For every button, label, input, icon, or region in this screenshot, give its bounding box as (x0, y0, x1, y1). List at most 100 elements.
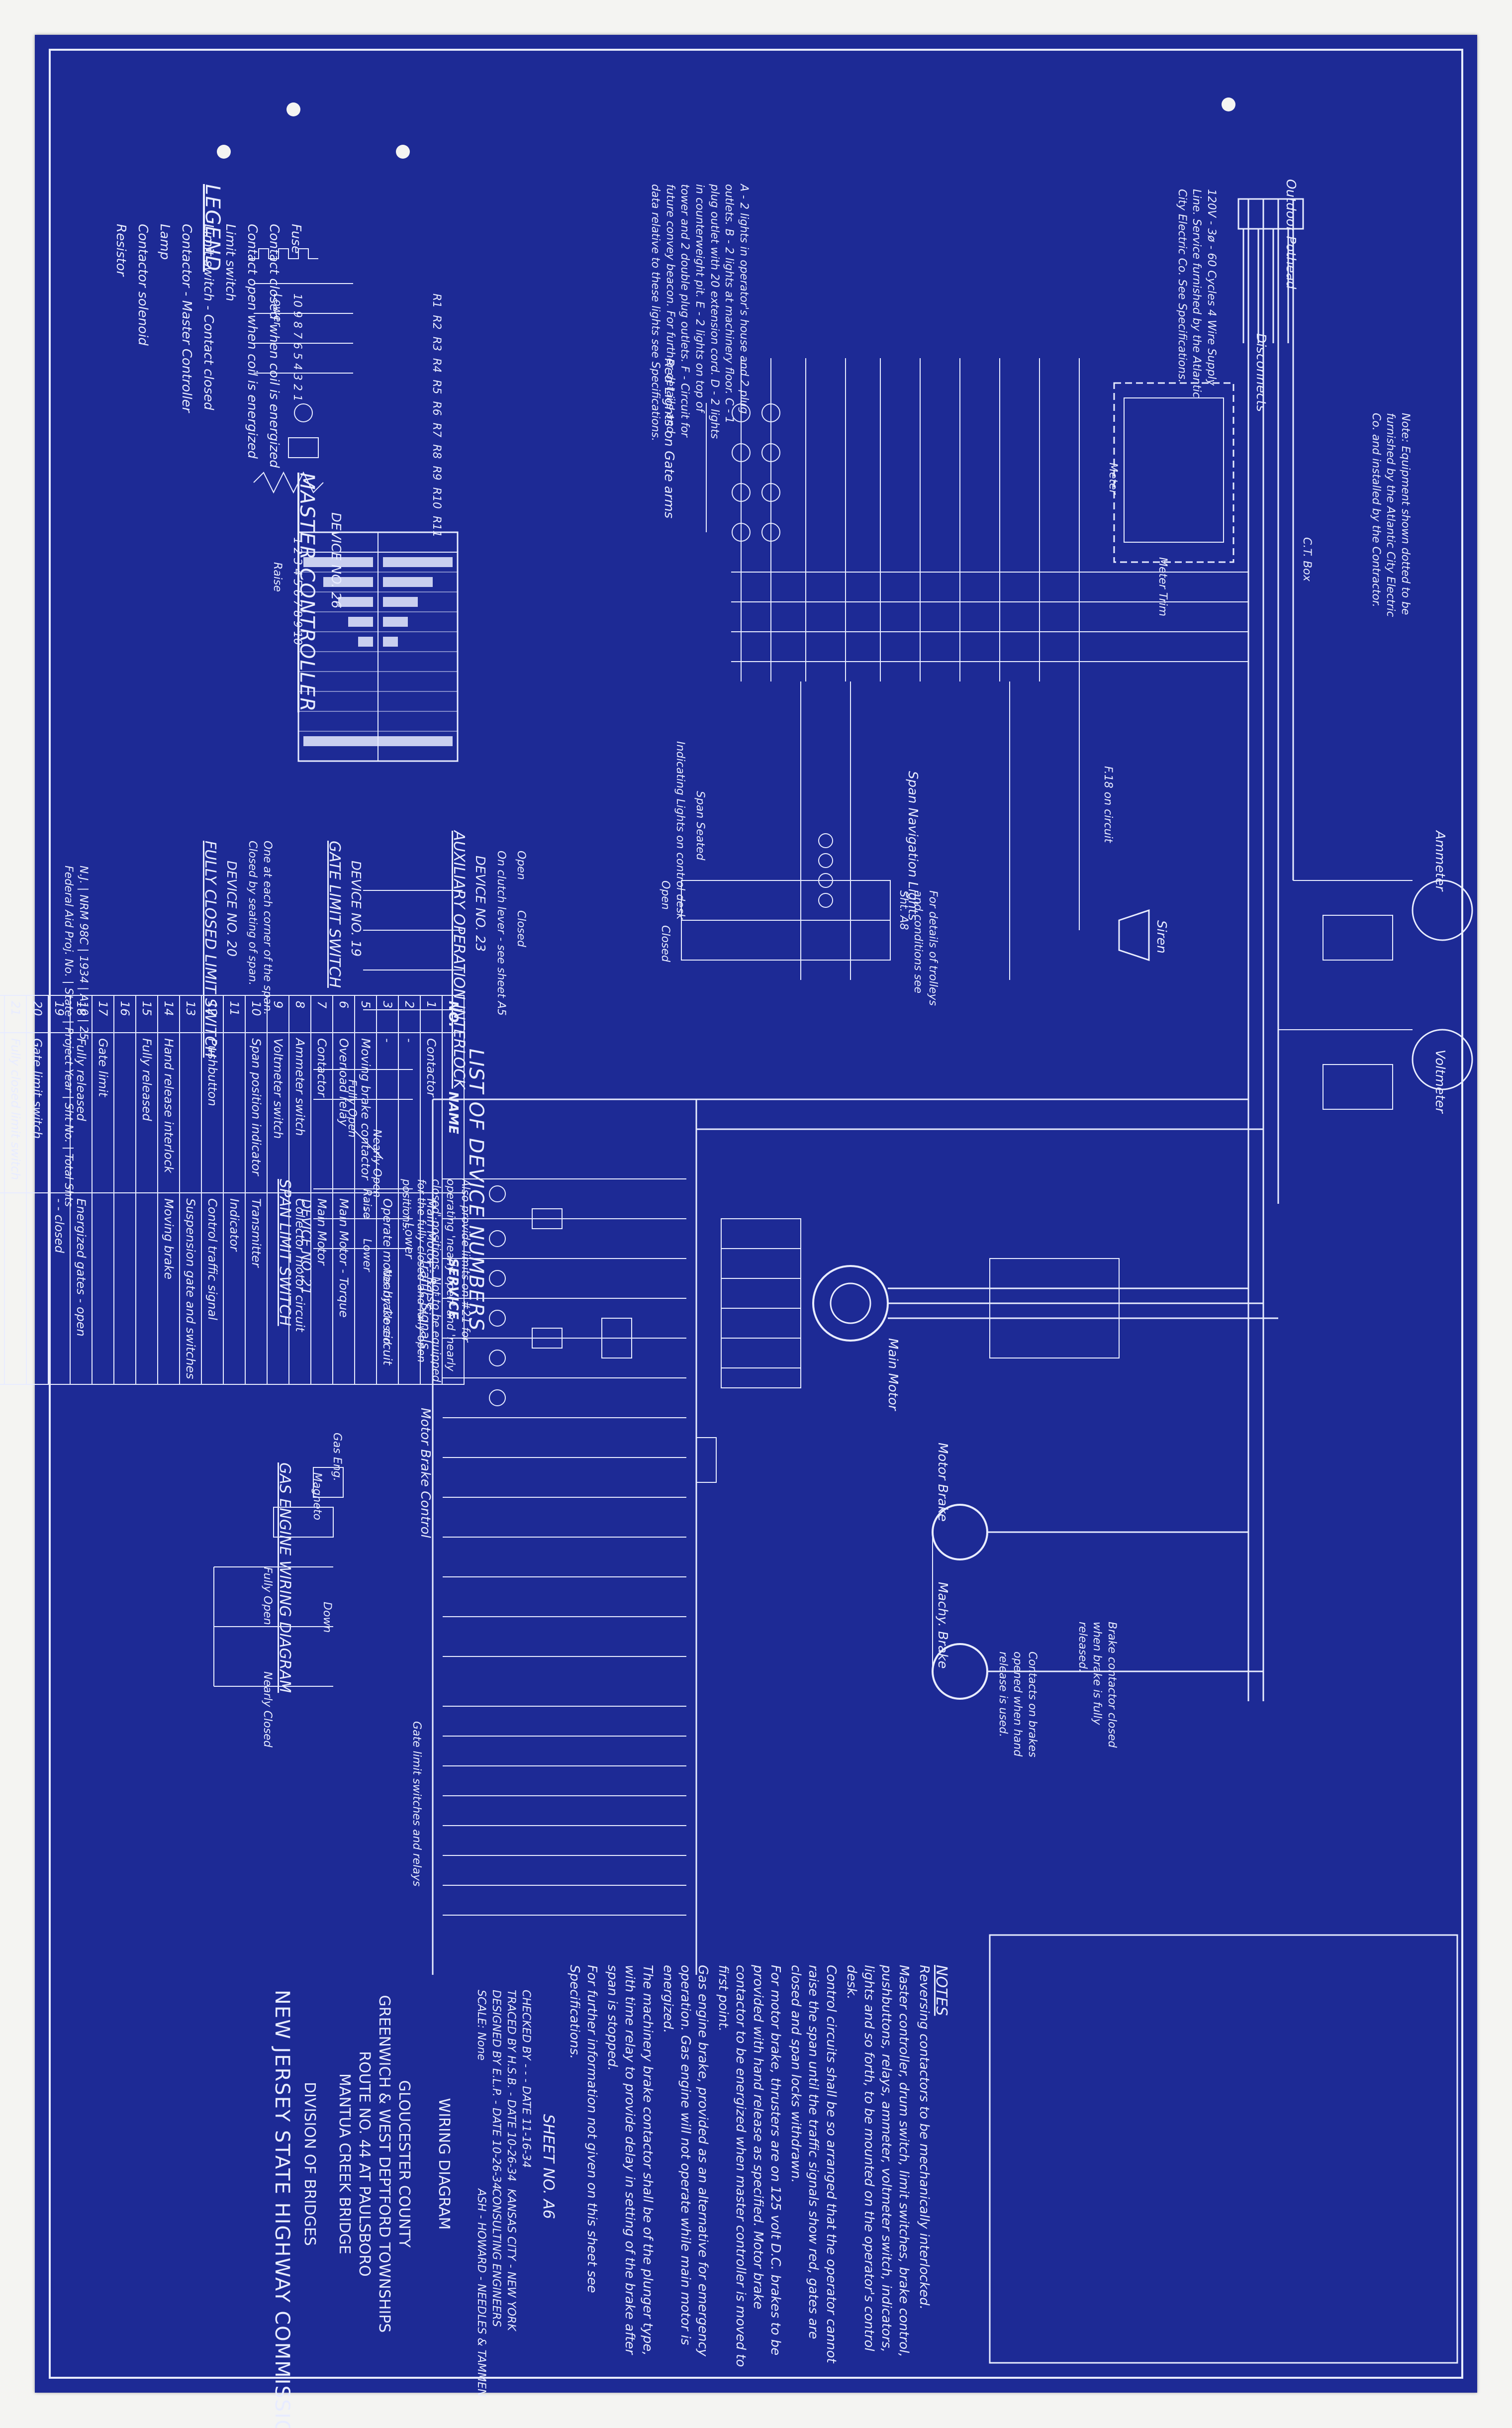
stamp-h0: Federal Aid Proj. No. (62, 866, 75, 977)
title-route: ROUTE NO. 44 AT PAULSBORO (356, 2051, 373, 2277)
device-no: 7 (311, 995, 333, 1033)
device-name: Fully closed limit switch (4, 1033, 26, 1193)
span-fully-open: Fully Open (346, 1079, 358, 1138)
device-service: Transmitter (245, 1193, 267, 1385)
disconnects-label: Disconnects (1253, 333, 1268, 412)
gates-open-label: Open (659, 880, 671, 910)
device-name: Ammeter switch (289, 1033, 311, 1193)
span-limit-device: DEVICE NO. 21 (298, 1199, 313, 1295)
gas-nearly-closed: Nearly Closed (261, 1671, 274, 1748)
title-bridge: MANTUA CREEK BRIDGE (336, 2073, 353, 2254)
notes-paragraph: For motor brake, thrusters are on 125 vo… (715, 1965, 783, 2367)
mc-resistor-label: R9 (430, 466, 443, 481)
device-no: 8 (289, 995, 311, 1033)
ammeter-label: Ammeter (1432, 831, 1447, 891)
device-name: Hand release interlock (158, 1033, 180, 1193)
traffic-signals-label: Traffic Signals (418, 1259, 433, 1350)
device-no: 17 (92, 995, 114, 1033)
mc-raise-steps: 1 2 3 4 5 6 7 8 9 10 (291, 537, 303, 645)
voltmeter-symbol (1412, 1029, 1473, 1090)
notes-paragraph: Reversing contactors to be mechanically … (917, 1965, 932, 2310)
notes-paragraph: Control circuits shall be so arranged th… (788, 1965, 839, 2363)
motor-brake-control-label: Motor Brake Control (418, 1408, 433, 1538)
device-no: 22 (0, 995, 4, 1033)
mc-resistor-label: R5 (430, 380, 443, 394)
aux-heading: AUXILIARY OPERATION INTERLOCK (450, 831, 468, 1089)
device-no: 6 (333, 995, 355, 1033)
outdoor-pothead: Outdoor Pothead (1283, 179, 1298, 290)
gate-limit-device: DEVICE NO. 19 (348, 861, 363, 957)
mc-resistors: R1R2R3R4R5R6R7R8R9R10R11 (430, 293, 443, 544)
device-service: Energized gates - open (70, 1193, 92, 1385)
main-motor-symbol (721, 1218, 1278, 1388)
machy-brake-label: Machy. Brake (935, 1582, 950, 1669)
mc-resistor-label: R6 (430, 401, 443, 416)
mc-resistor-label: R4 (430, 358, 443, 373)
mc-lower-steps: 10 9 8 7 6 5 4 3 2 1 (291, 293, 303, 401)
notes-block: NOTES Reversing contactors to be mechani… (563, 1965, 950, 2373)
device-no: 16 (114, 995, 136, 1033)
legend-item: Contact closed when coil is energized (267, 224, 282, 468)
span-lower: Lower (361, 1239, 373, 1272)
title-townships: GREENWICH & WEST DEPTFORD TOWNSHIPS (376, 1995, 393, 2333)
device-name: Fully released (136, 1033, 158, 1193)
title-designed: DESIGNED BY E.L.P. - DATE 10-26-34 (490, 1990, 502, 2190)
main-motor-label: Main Motor (885, 1338, 900, 1411)
notes-text: Reversing contactors to be mechanically … (566, 1965, 933, 2373)
stamp-v2: 1934 (77, 955, 90, 983)
details-note: For details of trolleys and conditions s… (897, 890, 939, 1006)
device-service (114, 1193, 136, 1385)
device-no: 14 (158, 995, 180, 1033)
meter-note: Note: Equipment shown dotted to be furni… (1369, 413, 1412, 617)
device-name: Span limit switch (0, 1033, 4, 1193)
legend-item: Lamp (157, 224, 172, 260)
title-engineers: ASH - HOWARD - NEEDLES & TAMMEN (475, 2189, 487, 2397)
stamp-v1: NRM 98C (77, 894, 90, 945)
limit-switch-diagrams (313, 890, 463, 1249)
device-service (26, 1193, 48, 1385)
device-service: Control traffic signal (201, 1193, 223, 1385)
mc-resistor-label: R10 (430, 487, 443, 509)
fully-closed-heading: FULLY CLOSED LIMIT SWITCH (201, 841, 219, 1058)
mc-resistor-label: R7 (430, 422, 443, 438)
fully-closed-note1: Closed by seating of span. (246, 841, 259, 986)
device-service (4, 1193, 26, 1385)
device-service: Main Motor - Torque (333, 1193, 355, 1385)
title-county: GLOUCESTER COUNTY (395, 2080, 413, 2248)
span-seated-label: Span Seated (694, 791, 706, 861)
brake-note-2: Contacts on brakes opened when hand rele… (996, 1651, 1039, 1757)
mc-raise-label: Raise (271, 562, 284, 592)
legend-item: Contactor - Master Controller (179, 224, 194, 413)
brake-note-1: Brake contactor closed when brake is ful… (1076, 1622, 1118, 1748)
sheet-border (49, 49, 1463, 2379)
stamp-v0: N.J. (77, 866, 90, 884)
gas-down: Down (321, 1602, 333, 1633)
aux-open: Open (515, 851, 527, 880)
punch-hole (217, 145, 231, 159)
device-no: 18 (70, 995, 92, 1033)
gate-limit-heading: GATE LIMIT SWITCH (326, 841, 343, 988)
title-checked: CHECKED BY - - - DATE 11-16-34 (520, 1990, 532, 2168)
device-no: 20 (26, 995, 48, 1033)
gas-engine-diagram (213, 1467, 344, 1687)
span-limit-note: Also provide limits on #21 for operating… (400, 1179, 472, 1382)
gate-arm-lights (706, 403, 780, 542)
gate-ind-label: Gate limit switches and relays (410, 1721, 423, 1887)
gas-eng-label: Gas Eng. (331, 1433, 343, 1481)
mc-resistor-label: R3 (430, 336, 443, 351)
device-no: 15 (136, 995, 158, 1033)
span-nearly-closed: Nearly Closed (380, 1268, 393, 1345)
legend-item: Resistor (113, 224, 128, 277)
device-row: 19- - closed (48, 995, 70, 1385)
span-raise: Raise (361, 1189, 373, 1219)
title-engineers-sub: CONSULTING ENGINEERS (490, 2189, 502, 2327)
legend-item: Contact open when coil is energized (245, 224, 260, 459)
device-service: Indicator (223, 1193, 245, 1385)
